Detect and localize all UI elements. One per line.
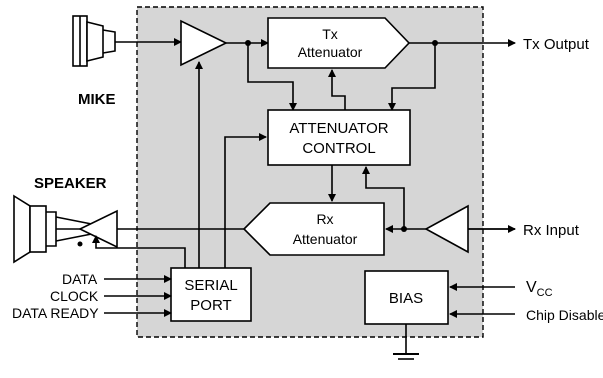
data-ready-label: DATA READY — [12, 305, 99, 321]
mike-label: MIKE — [78, 91, 116, 108]
chip-disable-label: Chip Disable — [526, 307, 603, 323]
speaker-driver — [78, 209, 118, 249]
ground-symbol — [393, 324, 419, 360]
tx-attenuator — [267, 17, 411, 69]
vcc-main: V — [526, 279, 537, 296]
rx-attenuator-label-1: Rx — [316, 211, 333, 227]
serial-port-label-1: SERIAL — [184, 277, 237, 294]
attenuator-control-block — [267, 109, 411, 166]
microphone-icon — [72, 15, 116, 67]
data-label: DATA — [62, 271, 98, 287]
serial-port-label-2: PORT — [190, 297, 231, 314]
attenuator-control-label-2: CONTROL — [302, 140, 375, 157]
tx-output-label: Tx Output — [523, 36, 590, 53]
rx-attenuator-label-2: Attenuator — [293, 231, 358, 247]
speaker-label: SPEAKER — [34, 175, 107, 192]
vcc-label: VCC — [526, 279, 553, 299]
rx-input-label: Rx Input — [523, 222, 580, 239]
tx-amplifier — [180, 19, 228, 67]
rx-attenuator — [242, 202, 385, 256]
clock-label: CLOCK — [50, 288, 99, 304]
tx-attenuator-label-1: Tx — [322, 26, 338, 42]
tx-attenuator-label-2: Attenuator — [298, 44, 363, 60]
bias-label: BIAS — [389, 290, 423, 307]
vcc-subscript: CC — [537, 287, 553, 299]
attenuator-control-label-1: ATTENUATOR — [289, 120, 388, 137]
